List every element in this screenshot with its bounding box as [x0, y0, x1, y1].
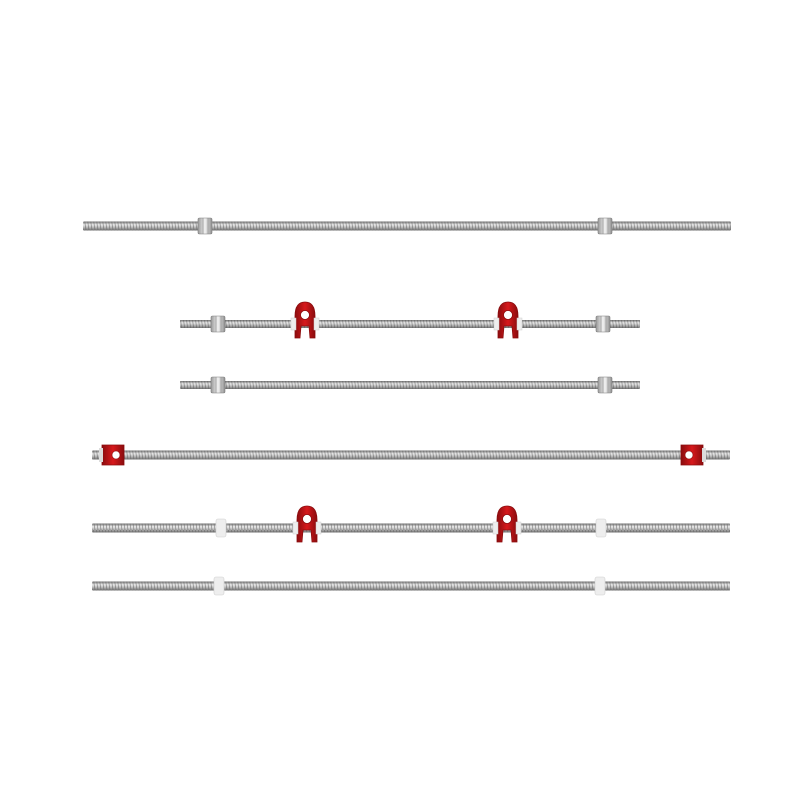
rod-clip — [294, 301, 316, 339]
clip-washer — [292, 521, 299, 535]
washer — [594, 576, 606, 596]
clip-washer — [492, 521, 499, 535]
hex-nut — [210, 376, 226, 394]
rod-clip — [496, 505, 518, 543]
clip-hole — [503, 310, 513, 320]
clip-washer — [290, 317, 297, 331]
rod-6 — [92, 576, 730, 596]
clip-washer — [515, 521, 522, 535]
clip-hole — [300, 310, 310, 320]
rod-3 — [180, 376, 640, 394]
end-clip-nut — [99, 448, 103, 462]
rod-2 — [180, 301, 640, 339]
hex-nut — [597, 376, 613, 394]
end-clip-hole — [111, 450, 121, 460]
rod-thread — [83, 221, 731, 231]
clip-hole — [502, 514, 512, 524]
clip-washer — [313, 317, 320, 331]
hex-nut — [197, 217, 213, 235]
rod-clip — [497, 301, 519, 339]
hex-nut — [595, 315, 611, 333]
clip-washer — [516, 317, 523, 331]
hex-nut — [597, 217, 613, 235]
rod-5 — [92, 505, 730, 543]
washer — [215, 518, 227, 538]
rod-thread — [92, 581, 730, 591]
rod-4 — [92, 444, 730, 466]
washer — [595, 518, 607, 538]
clip-washer — [493, 317, 500, 331]
rod-thread — [92, 523, 730, 533]
rod-thread — [180, 381, 640, 389]
rod-1 — [83, 217, 731, 235]
end-clip-hole — [684, 450, 694, 460]
end-clip-nut — [702, 448, 706, 462]
rod-thread — [180, 320, 640, 328]
clip-hole — [302, 514, 312, 524]
washer — [213, 576, 225, 596]
hex-nut — [210, 315, 226, 333]
clip-washer — [315, 521, 322, 535]
rod-clip — [296, 505, 318, 543]
rod-thread — [92, 450, 730, 460]
